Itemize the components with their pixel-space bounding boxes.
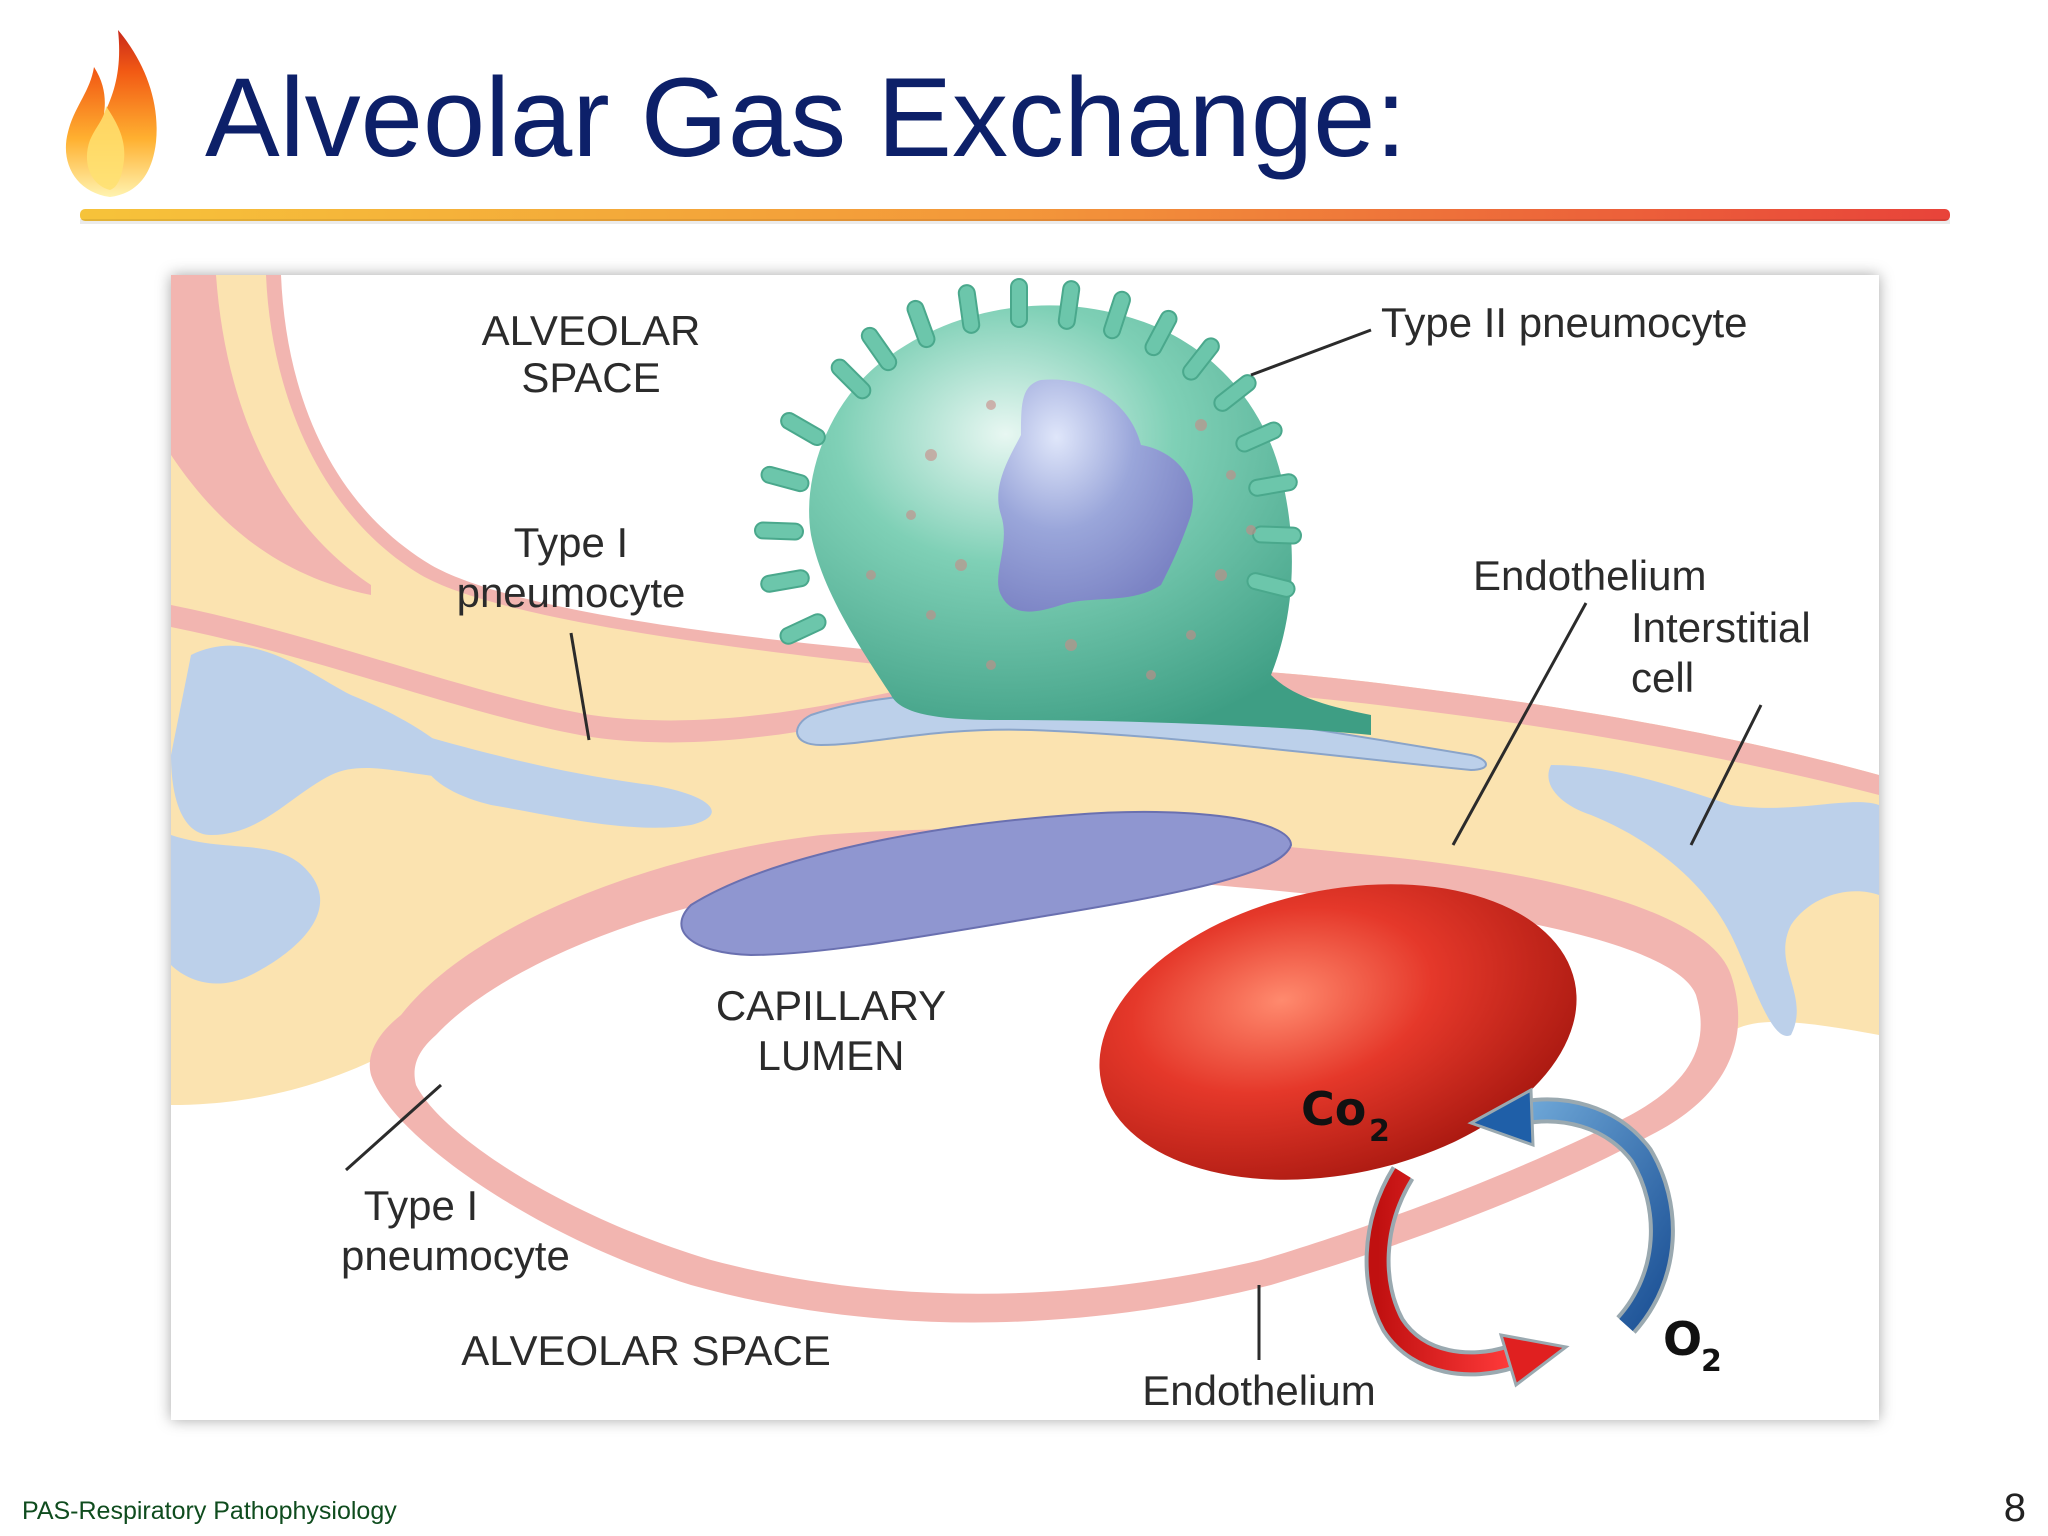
o2-subscript: 2: [1701, 1344, 1722, 1379]
co2-label: Co: [1301, 1082, 1366, 1136]
alveolar-diagram: ALVEOLAR SPACE Type I pneumocyte Type II…: [171, 275, 1879, 1420]
label-interstitial-cell: Interstitial: [1631, 604, 1811, 651]
co2-arrow-icon: [1364, 1166, 1570, 1388]
label-type1-bottom: Type I: [364, 1182, 478, 1229]
footer-course-title: PAS-Respiratory Pathophysiology: [22, 1497, 397, 1525]
slide-title: Alveolar Gas Exchange:: [205, 55, 1407, 180]
label-interstitial-cell-2: cell: [1631, 654, 1694, 701]
label-type2-pneumocyte: Type II pneumocyte: [1381, 299, 1748, 346]
o2-arrow-icon: [1467, 1087, 1675, 1334]
title-divider: [80, 209, 1950, 224]
label-type1-top: Type I: [514, 519, 628, 566]
page-number: 8: [2003, 1486, 2026, 1530]
label-endothelium-bottom: Endothelium: [1142, 1367, 1375, 1414]
label-alveolar-space-top-2: SPACE: [521, 354, 660, 401]
co2-subscript: 2: [1369, 1114, 1390, 1149]
label-capillary-lumen-2: LUMEN: [757, 1032, 904, 1079]
label-type1-bottom-2: pneumocyte: [341, 1232, 570, 1279]
label-alveolar-space-top: ALVEOLAR: [482, 307, 701, 354]
type2-pneumocyte: [754, 278, 1371, 735]
label-endothelium-top: Endothelium: [1473, 552, 1706, 599]
red-blood-cell: [1099, 884, 1577, 1180]
label-capillary-lumen: CAPILLARY: [716, 982, 946, 1029]
label-alveolar-space-bottom: ALVEOLAR SPACE: [461, 1327, 831, 1374]
label-type1-top-2: pneumocyte: [457, 569, 686, 616]
flame-icon: [65, 30, 157, 197]
o2-label: O: [1663, 1312, 1702, 1366]
